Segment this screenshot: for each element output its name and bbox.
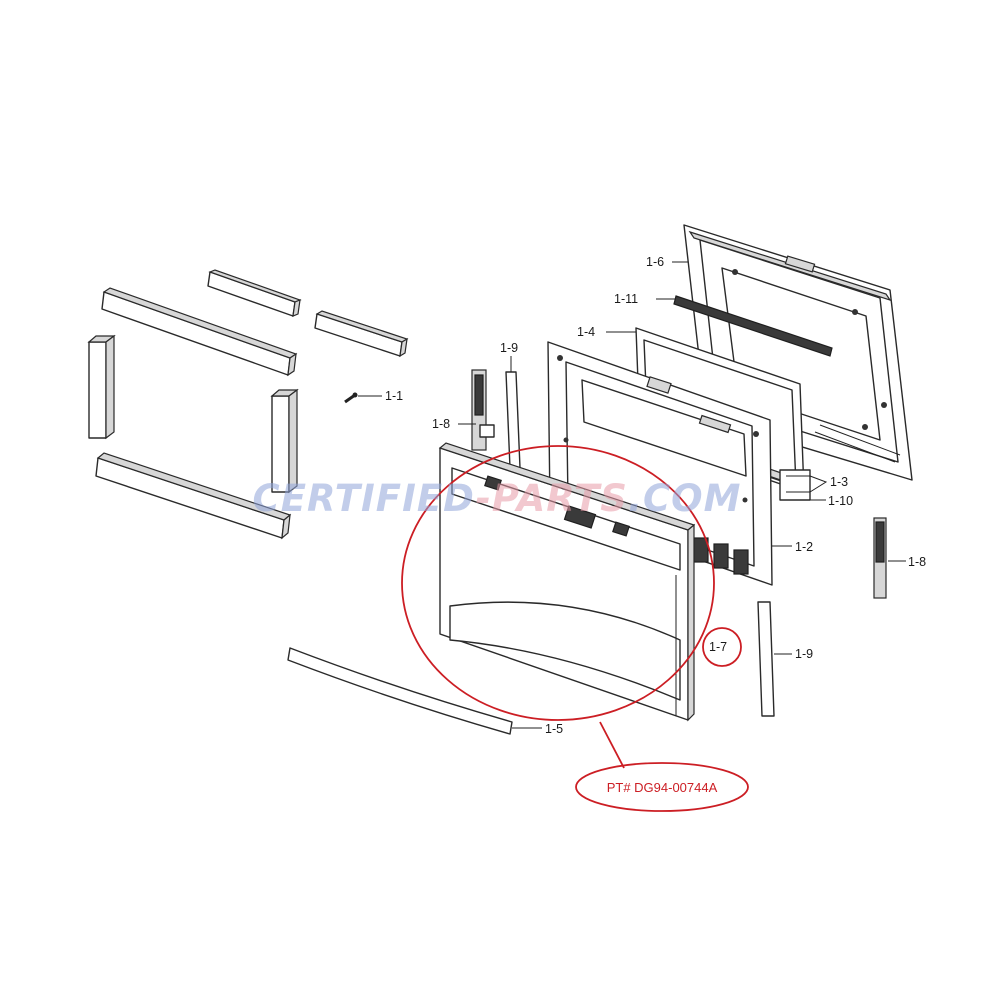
callout-1-10: 1-10	[828, 494, 853, 508]
watermark-part-certified: CERTIFIED	[253, 477, 476, 520]
highlight-connector-line	[599, 721, 625, 769]
packing-block-left-post	[87, 334, 116, 440]
callout-1-8-left: 1-8	[432, 417, 450, 431]
callout-1-8-right: 1-8	[908, 555, 926, 569]
part-number-ellipse	[575, 762, 749, 812]
callout-1-5: 1-5	[545, 722, 563, 736]
screw-part	[344, 392, 382, 404]
watermark-text: CERTIFIED-PARTS.COM	[253, 477, 742, 520]
packing-block-top-long	[101, 287, 298, 377]
door-handle	[287, 647, 542, 735]
part-number-label: PT# DG94-00744A	[607, 780, 718, 795]
outer-door-panel	[438, 442, 696, 722]
packing-block-bottom-long	[95, 452, 292, 540]
callout-1-11: 1-11	[614, 292, 638, 306]
packing-block-right-post	[270, 388, 299, 494]
callout-1-1: 1-1	[385, 389, 403, 403]
highlight-ellipse-outer-door	[401, 445, 715, 721]
packing-block-top-small	[207, 269, 302, 317]
callout-1-9-top: 1-9	[500, 341, 518, 355]
callout-1-4: 1-4	[577, 325, 595, 339]
callout-1-7: 1-7	[709, 640, 727, 654]
watermark-part-com: .COM	[628, 477, 741, 520]
callout-1-2: 1-2	[795, 540, 813, 554]
door-gasket-strip	[673, 295, 833, 357]
highlight-circle-1-7	[702, 627, 742, 667]
callout-1-3: 1-3	[830, 475, 848, 489]
hinge-bracket-right	[757, 601, 792, 717]
packing-block-mid-small	[314, 310, 409, 358]
door-hinge-right	[873, 517, 906, 599]
watermark-part-parts: -PARTS	[476, 477, 628, 520]
callout-1-6: 1-6	[646, 255, 664, 269]
door-hinge-left	[458, 369, 495, 451]
glass-retainer-clips	[779, 469, 828, 501]
callout-1-9-right: 1-9	[795, 647, 813, 661]
